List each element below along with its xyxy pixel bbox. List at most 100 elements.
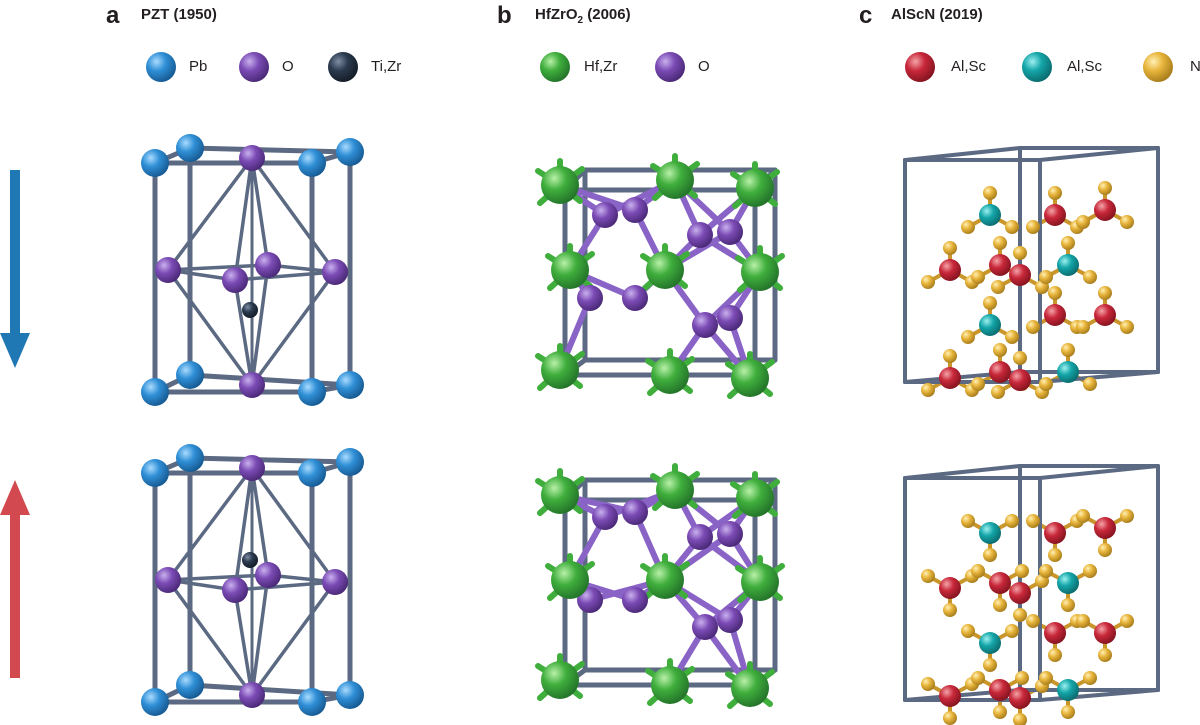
hf-zr-atom [741,253,779,291]
legend-label-hf-zr: Hf,Zr [584,58,618,75]
nitrogen-atom [1005,220,1019,234]
al-sc-red-atom [1044,522,1066,544]
al-sc-red-atom [939,259,961,281]
nitrogen-atom [1013,351,1027,365]
alscn-unit-cell-bottom [903,464,1160,725]
hf-zr-atom [651,666,689,704]
nitrogen-atom [1026,614,1040,628]
octahedron-edge [250,270,337,387]
oxygen-atom [255,562,281,588]
legend-label-o-b: O [698,58,710,75]
legend-swatch-o-a [239,52,269,82]
lattice-edge [903,146,1022,162]
nitrogen-atom [971,377,985,391]
polarization-arrow-up [0,480,30,678]
nitrogen-atom [1013,608,1027,622]
al-sc-teal-atom [979,522,1001,544]
legend-swatch-hf-zr [540,52,570,82]
legend-swatch-ti-zr [328,52,358,82]
legend-label-al-sc-red: Al,Sc [951,58,987,75]
hf-zr-atom [731,359,769,397]
nitrogen-atom [1083,564,1097,578]
nitrogen-atom [993,705,1007,719]
nitrogen-atom [1083,377,1097,391]
lattice-edge [187,455,353,465]
nitrogen-atom [961,514,975,528]
nitrogen-atom [1015,564,1029,578]
pb-atom [298,149,326,177]
oxygen-atom [222,577,248,603]
octahedron-edge [233,278,254,387]
nitrogen-atom [1013,713,1027,725]
nitrogen-atom [1098,286,1112,300]
legend-swatch-al-sc-red [905,52,935,82]
nitrogen-atom [1048,286,1062,300]
pb-atom [141,149,169,177]
oxygen-atom [577,587,603,613]
nitrogen-atom [1120,509,1134,523]
nitrogen-atom [1083,270,1097,284]
al-sc-red-atom [1094,622,1116,644]
panel-b-title-subscript: 2 [577,15,584,26]
nitrogen-atom [943,603,957,617]
al-sc-red-atom [989,361,1011,383]
hf-zr-atom [656,161,694,199]
lattice-edge [1038,370,1160,384]
nitrogen-atom [1061,598,1075,612]
pb-atom [141,459,169,487]
oxygen-atom [717,305,743,331]
octahedron-edge [250,573,270,697]
nitrogen-atom [1076,215,1090,229]
nitrogen-atom [1120,215,1134,229]
legend-swatch-pb [146,52,176,82]
oxygen-atom [255,252,281,278]
nitrogen-atom [1026,320,1040,334]
nitrogen-atom [1039,270,1053,284]
nitrogen-atom [983,548,997,562]
legend-swatch-n [1143,52,1173,82]
hfzro2-unit-cell-top [535,153,785,399]
pb-atom [176,671,204,699]
al-sc-red-atom [1044,622,1066,644]
oxygen-atom [717,607,743,633]
nitrogen-atom [1076,509,1090,523]
oxygen-atom [577,285,603,311]
oxygen-atom [622,285,648,311]
al-sc-teal-atom [979,314,1001,336]
nitrogen-atom [993,343,1007,357]
al-sc-red-atom [1009,264,1031,286]
oxygen-atom [692,614,718,640]
octahedron-edge [250,156,337,274]
nitrogen-atom [1061,236,1075,250]
nitrogen-atom [993,598,1007,612]
pb-atom [141,688,169,716]
nitrogen-atom [991,385,1005,399]
octahedron-edge [233,270,337,282]
ti-zr-atom [242,552,258,568]
al-sc-teal-atom [1057,679,1079,701]
nitrogen-atom [1061,343,1075,357]
nitrogen-atom [1083,671,1097,685]
nitrogen-atom [1120,614,1134,628]
nitrogen-atom [1098,181,1112,195]
oxygen-atom [717,219,743,245]
panel-b-title-year: (2006) [583,6,631,23]
nitrogen-atom [971,270,985,284]
nitrogen-atom [961,330,975,344]
oxygen-atom [239,455,265,481]
nitrogen-atom [983,296,997,310]
hf-zr-atom [541,476,579,514]
oxygen-atom [692,312,718,338]
panel-b-title-main: HfZrO [535,6,578,23]
nitrogen-atom [1098,543,1112,557]
nitrogen-atom [983,658,997,672]
lattice-edge [1038,464,1160,480]
hf-zr-atom [646,561,684,599]
octahedron-edge [250,466,270,577]
al-sc-teal-atom [1057,361,1079,383]
legend-swatch-o-b [655,52,685,82]
al-sc-red-atom [1009,687,1031,709]
nitrogen-atom [1076,320,1090,334]
nitrogen-atom [961,624,975,638]
